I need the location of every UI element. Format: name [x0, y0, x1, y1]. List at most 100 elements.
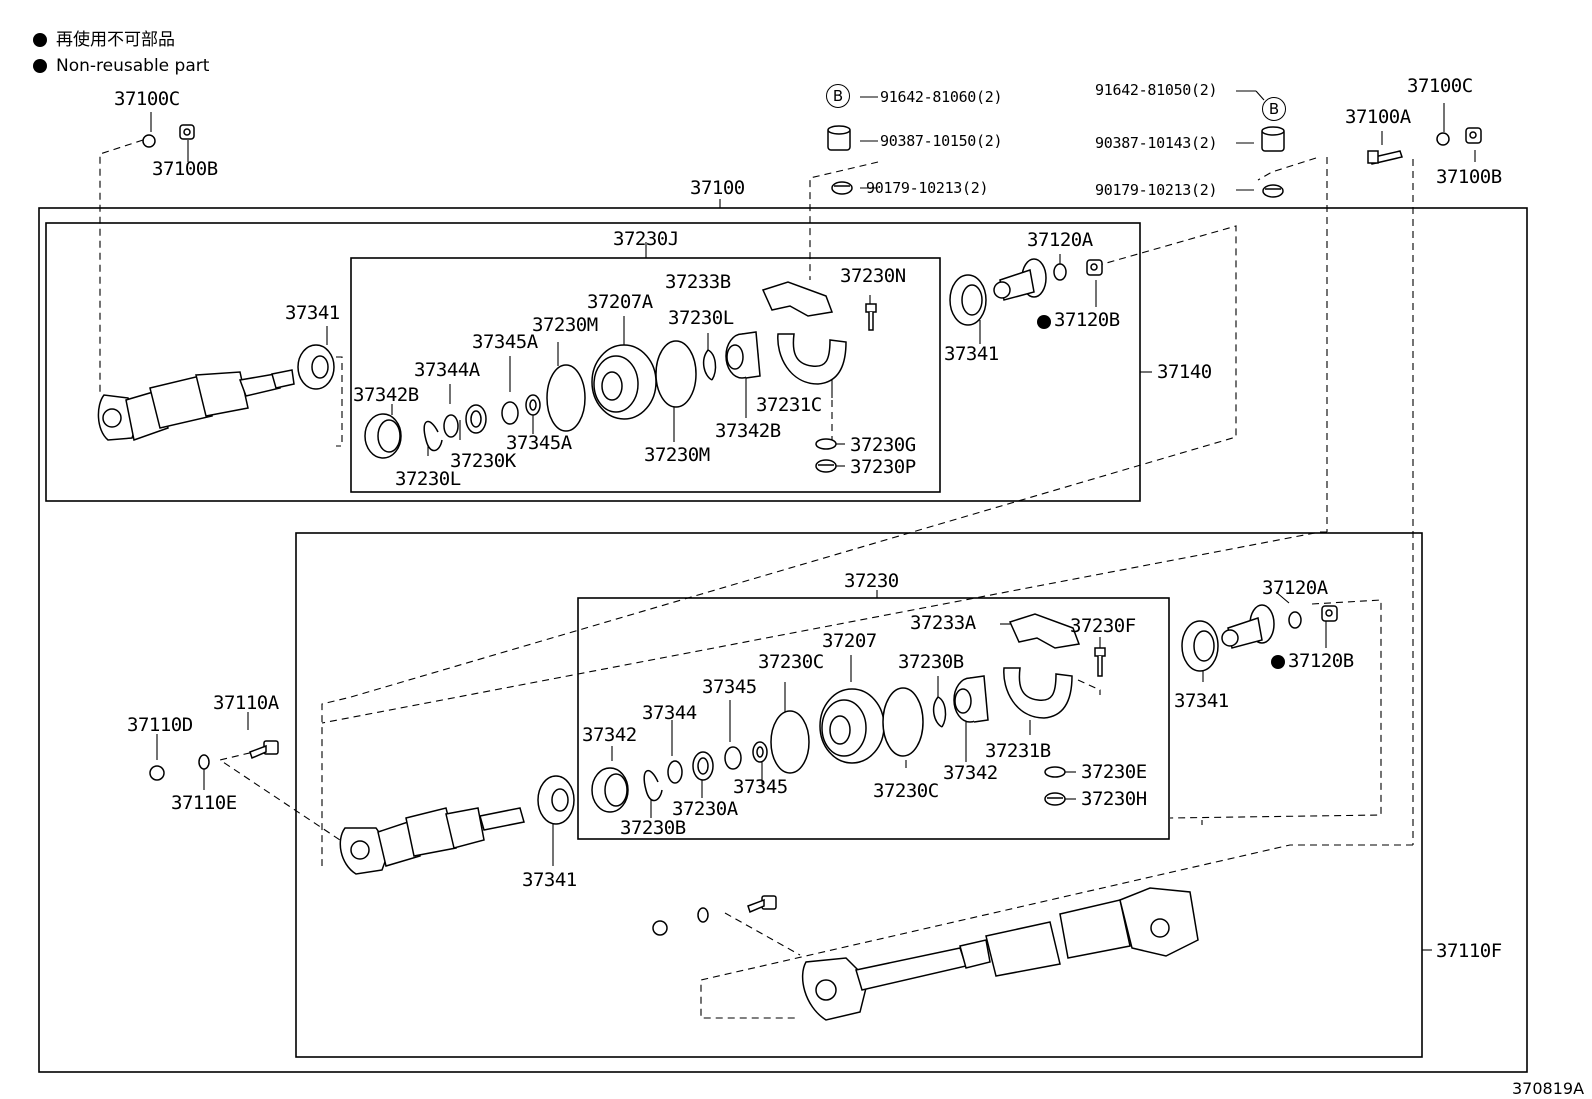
- bracket-37233B-icon: [761, 281, 834, 317]
- nut-37100C-right-icon: [1436, 132, 1450, 146]
- label-37230A[interactable]: 37230A: [672, 798, 738, 820]
- label-37207A[interactable]: 37207A: [587, 291, 653, 313]
- label-37120B-bottom[interactable]: 37120B: [1288, 650, 1354, 672]
- snap-ring-37230B-top-icon: [932, 696, 947, 728]
- legend-text-japanese: 再使用不可部品: [56, 30, 175, 50]
- label-37344A[interactable]: 37344A: [414, 359, 480, 381]
- label-37100C-right[interactable]: 37100C: [1407, 75, 1473, 97]
- label-37233A[interactable]: 37233A: [910, 612, 976, 634]
- label-37341-bottom-right[interactable]: 37341: [1174, 690, 1229, 712]
- label-37230M-top[interactable]: 37230M: [532, 314, 598, 336]
- subassembly-frame-37140: [45, 222, 1141, 502]
- label-37230K[interactable]: 37230K: [450, 450, 516, 472]
- label-91642-81060[interactable]: 91642-81060(2): [880, 88, 1003, 106]
- label-37120A-top[interactable]: 37120A: [1027, 229, 1093, 251]
- legend-bullet-1: [33, 33, 47, 47]
- nut-37230H-icon: [1044, 792, 1066, 806]
- rear-shaft-icon: [801, 887, 1199, 1021]
- bolt-37100B-left-icon: [179, 124, 195, 140]
- assembly-frame-37100: [38, 207, 1528, 1073]
- washer-rear-icon: [697, 907, 709, 923]
- label-37110F[interactable]: 37110F: [1436, 940, 1502, 962]
- label-37230M-bottom[interactable]: 37230M: [644, 444, 710, 466]
- label-37207[interactable]: 37207: [822, 630, 877, 652]
- label-37230F[interactable]: 37230F: [1070, 615, 1136, 637]
- boot-37341-upper-left-icon: [297, 344, 335, 390]
- label-37342B-left[interactable]: 37342B: [353, 384, 419, 406]
- label-90387-10150[interactable]: 90387-10150(2): [880, 132, 1003, 150]
- subassembly-frame-37110F: [295, 532, 1423, 1058]
- front-shaft-lower-icon: [339, 807, 525, 875]
- label-37110A[interactable]: 37110A: [213, 692, 279, 714]
- label-37345A-bottom[interactable]: 37345A: [506, 432, 572, 454]
- washer-37345-a-icon: [724, 746, 742, 770]
- label-37230L-bottom[interactable]: 37230L: [395, 468, 461, 490]
- label-37341-top-left[interactable]: 37341: [285, 302, 340, 324]
- label-37230B-bottom[interactable]: 37230B: [620, 817, 686, 839]
- label-37341-bottom-left[interactable]: 37341: [522, 869, 577, 891]
- label-37100A[interactable]: 37100A: [1345, 106, 1411, 128]
- washer-37120A-top-icon: [1053, 263, 1067, 281]
- label-37231B[interactable]: 37231B: [985, 740, 1051, 762]
- cushion-90387-10150-icon: [827, 125, 851, 151]
- snap-ring-37230B-bottom-icon: [643, 770, 663, 802]
- label-37230[interactable]: 37230: [844, 570, 899, 592]
- collar-37342B-icon: [725, 331, 761, 379]
- boot-37341-upper-right-icon: [949, 274, 987, 326]
- label-37231C[interactable]: 37231C: [756, 394, 822, 416]
- label-37342-mid[interactable]: 37342: [943, 762, 998, 784]
- label-37230C-top[interactable]: 37230C: [758, 651, 824, 673]
- label-37110E[interactable]: 37110E: [171, 792, 237, 814]
- bolt-37230F-icon: [1094, 647, 1106, 677]
- washer-37344-icon: [667, 760, 683, 784]
- bolt-37100A-icon: [1367, 150, 1403, 165]
- label-37120B-top[interactable]: 37120B: [1054, 309, 1120, 331]
- label-37230C-bottom[interactable]: 37230C: [873, 780, 939, 802]
- washer-37120A-bottom-icon: [1288, 611, 1302, 629]
- washer-37345A-small-icon: [525, 394, 541, 416]
- cushion-90387-10143-icon: [1261, 126, 1285, 152]
- shim-37230C-right-icon: [882, 687, 924, 757]
- seal-37342-left-icon: [591, 767, 629, 813]
- label-37342-left[interactable]: 37342: [582, 724, 637, 746]
- label-37230L-top[interactable]: 37230L: [668, 307, 734, 329]
- label-37230N[interactable]: 37230N: [840, 265, 906, 287]
- label-91642-81050[interactable]: 91642-81050(2): [1095, 81, 1218, 99]
- figure-number: 370819A: [1512, 1079, 1585, 1098]
- label-37120A-bottom[interactable]: 37120A: [1262, 577, 1328, 599]
- label-37230J[interactable]: 37230J: [613, 228, 679, 250]
- callout-b-right: B: [1262, 97, 1286, 121]
- label-90179-10213-b[interactable]: 90179-10213(2): [1095, 181, 1218, 199]
- bearing-box-37230: [577, 597, 1170, 840]
- boot-37341-lower-right-icon: [1181, 620, 1219, 672]
- label-37233B[interactable]: 37233B: [665, 271, 731, 293]
- nonreusable-dot-37120B-top: [1037, 315, 1051, 329]
- callout-b-left: B: [826, 84, 850, 108]
- label-37140[interactable]: 37140: [1157, 361, 1212, 383]
- label-37100C-left[interactable]: 37100C: [114, 88, 180, 110]
- label-37100B-left[interactable]: 37100B: [152, 158, 218, 180]
- label-37344[interactable]: 37344: [642, 702, 697, 724]
- label-90179-10213-a[interactable]: 90179-10213(2): [866, 179, 989, 197]
- label-37341-top-right[interactable]: 37341: [944, 343, 999, 365]
- label-37100B-right[interactable]: 37100B: [1436, 166, 1502, 188]
- label-37230H[interactable]: 37230H: [1081, 788, 1147, 810]
- label-37110D[interactable]: 37110D: [127, 714, 193, 736]
- label-37342B-mid[interactable]: 37342B: [715, 420, 781, 442]
- nut-90179-10213-b-icon: [1262, 184, 1284, 198]
- bearing-37207-icon: [819, 688, 885, 764]
- washer-37230G-icon: [815, 438, 837, 450]
- label-37230P[interactable]: 37230P: [850, 456, 916, 478]
- seal-37342B-left-icon: [364, 413, 402, 459]
- label-37100[interactable]: 37100: [690, 177, 745, 199]
- cushion-37231B-icon: [1003, 667, 1073, 719]
- label-90387-10143[interactable]: 90387-10143(2): [1095, 134, 1218, 152]
- label-37230B-top[interactable]: 37230B: [898, 651, 964, 673]
- label-37345-bottom[interactable]: 37345: [733, 776, 788, 798]
- label-37230E[interactable]: 37230E: [1081, 761, 1147, 783]
- label-37345-top[interactable]: 37345: [702, 676, 757, 698]
- label-37230G[interactable]: 37230G: [850, 434, 916, 456]
- flange-lower-icon: [1221, 604, 1275, 649]
- label-37345A-top[interactable]: 37345A: [472, 331, 538, 353]
- nut-37230P-icon: [815, 459, 837, 473]
